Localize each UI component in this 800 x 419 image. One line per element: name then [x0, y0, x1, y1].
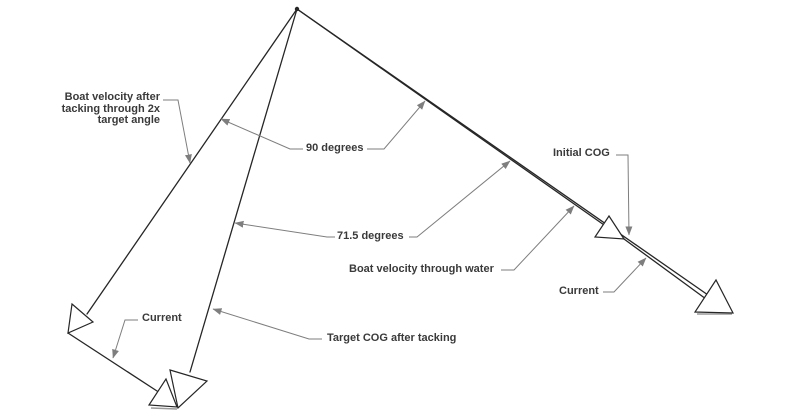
leader-target-cog-after-tacking: [212, 308, 322, 340]
label-line-2: tacking through 2x: [61, 102, 160, 115]
current-left-arrowhead: [147, 377, 178, 408]
label-current-left: Current: [142, 312, 182, 324]
leader-boat-velocity-through-water: [501, 205, 575, 271]
arrowhead-shadow-left: [150, 407, 178, 410]
label-current-right: Current: [559, 285, 599, 297]
leader-71-5-degrees-right: [409, 160, 511, 238]
label-line-3: target angle: [97, 114, 160, 127]
label-71-5-degrees: 71.5 degrees: [337, 230, 404, 242]
current-right-line: [623, 238, 707, 300]
boat-velocity-after-tacking-line: [86, 8, 298, 315]
label-line-1: Boat velocity after: [64, 91, 160, 103]
leader-71-5-degrees-left: [234, 220, 335, 238]
boat-velocity-through-water-arrowhead: [593, 214, 626, 240]
leader-90-degrees-right: [367, 100, 426, 150]
label-boat-velocity-through-water: Boat velocity through water: [349, 263, 494, 275]
label-90-degrees: 90 degrees: [306, 142, 364, 154]
leader-current-right: [603, 257, 647, 293]
label-initial-cog: Initial COG: [553, 147, 610, 159]
label-target-cog-after-tacking: Target COG after tacking: [327, 332, 457, 344]
leader-initial-cog: [616, 154, 633, 236]
current-left-line: [67, 332, 158, 392]
target-cog-arrowhead: [169, 369, 209, 410]
leader-boat-velocity-after-tacking: [163, 99, 192, 164]
initial-cog-arrowhead: [693, 278, 734, 314]
apex-point: [294, 6, 300, 12]
boat-velocity-through-water-line: [296, 8, 625, 240]
boat-velocity-after-tacking-arrowhead: [67, 302, 95, 334]
leader-90-degrees-left: [220, 118, 303, 150]
target-cog-after-tacking-line: [189, 8, 298, 373]
label-boat-velocity-after-tacking: Boat velocity after tacking through 2x t…: [38, 91, 160, 127]
leader-current-left: [112, 319, 138, 359]
